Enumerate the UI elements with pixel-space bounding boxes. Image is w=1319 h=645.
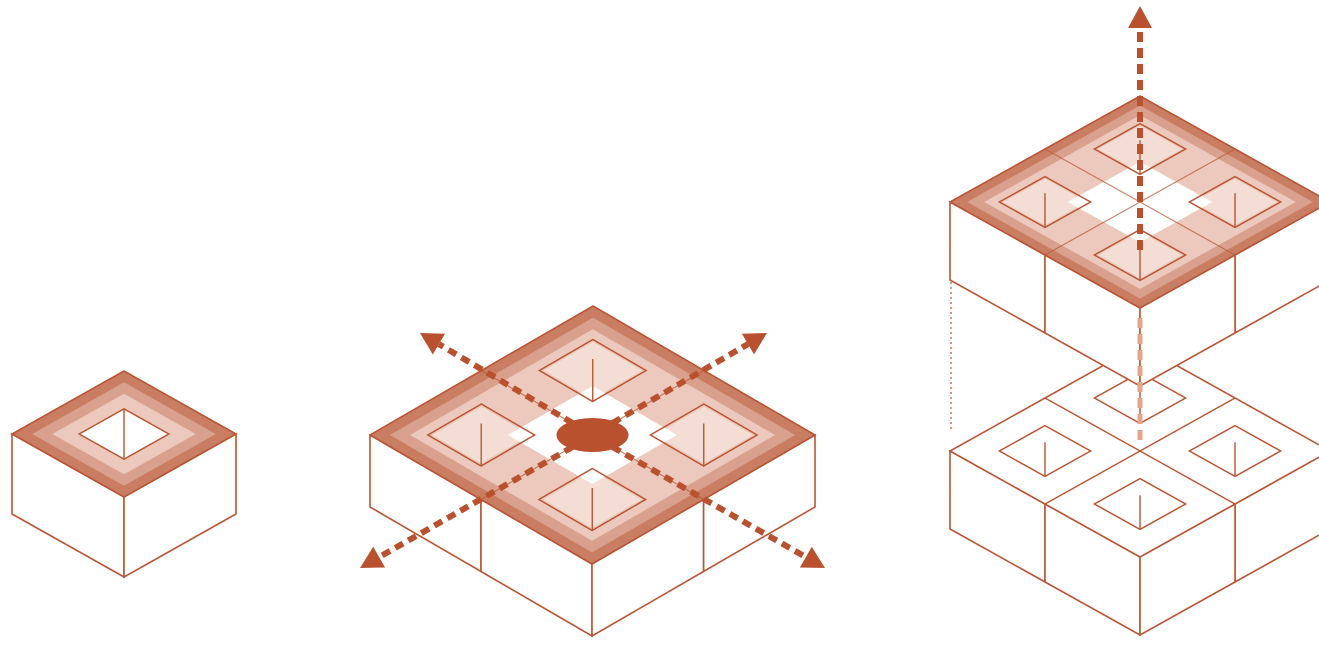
arrow-up-head [1128, 6, 1152, 28]
growth-origin-dot [557, 418, 629, 452]
arrow-down-right-head [800, 547, 825, 568]
single-module-panel [12, 371, 236, 577]
horizontal-growth-panel [360, 306, 825, 636]
vertical-growth-panel [950, 6, 1319, 635]
arrow-down-left-head [360, 547, 385, 568]
